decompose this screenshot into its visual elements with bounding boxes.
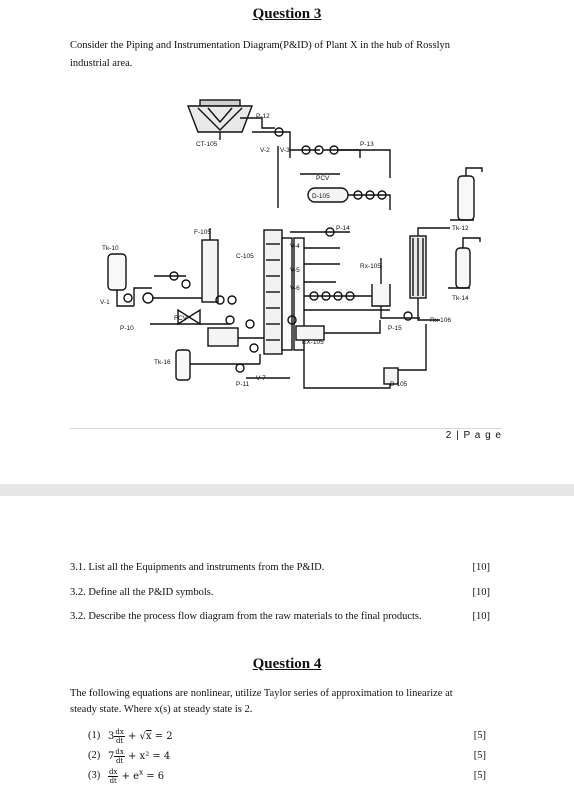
label-v6: V-6 (290, 285, 300, 292)
question-text: 3.1. List all the Equipments and instrum… (70, 562, 325, 573)
question-4-title: Question 4 (252, 656, 322, 672)
label-v1: V-1 (100, 299, 110, 306)
label-pcv: PCV (316, 175, 330, 182)
label-ct105: CT-105 (196, 141, 218, 148)
question-text: 3.2. Describe the process flow diagram f… (70, 611, 422, 622)
page-gap (0, 484, 574, 496)
label-v5: V-5 (290, 267, 300, 274)
label-rx105: Rx-105 (360, 263, 381, 270)
question-4-line-2: steady state. Where x(s) at steady state… (70, 704, 253, 715)
label-f105: F-105 (194, 229, 211, 236)
page-two: 3.1. List all the Equipments and instrum… (0, 496, 574, 802)
equation-marks: [5] (473, 770, 486, 781)
label-tk14: Tk-14 (452, 295, 469, 302)
label-p11: P-11 (236, 381, 250, 388)
label-d105: D-105 (312, 193, 330, 200)
label-tk10: Tk-10 (102, 245, 119, 252)
label-fcv: FCV (174, 315, 188, 322)
label-v3: V-3 (280, 147, 290, 154)
label-p14: P-14 (336, 225, 350, 232)
page-number: 2 | P a g e (445, 430, 502, 441)
label-v4: V-4 (290, 243, 300, 250)
label-p10: P-10 (120, 325, 134, 332)
label-c105: C-105 (236, 253, 254, 260)
question-marks: [10] (472, 611, 491, 622)
question-3-3: 3.2. Describe the process flow diagram f… (70, 611, 502, 627)
equation-marks: [5] (473, 750, 486, 761)
intro-line-1: Consider the Piping and Instrumentation … (70, 40, 450, 51)
equation-number: (3) (88, 770, 101, 781)
label-p12: P-12 (256, 113, 270, 120)
label-b105: B-105 (390, 381, 408, 388)
question-text: 3.2. Define all the P&ID symbols. (70, 587, 214, 598)
page-number-rule (70, 428, 502, 429)
question-4-line-1: The following equations are nonlinear, u… (70, 688, 453, 699)
pid-diagram: CT-105 P-12 V-2 V-3 P-13 PCV D-105 Tk-12… (100, 99, 483, 389)
equation-number: (1) (88, 730, 101, 741)
label-v7: V-7 (256, 375, 266, 382)
label-tk12: Tk-12 (452, 225, 469, 232)
label-rx106: Rx-106 (430, 317, 451, 324)
label-ex105: EX-105 (302, 339, 324, 346)
question-3-2: 3.2. Define all the P&ID symbols. [10] (70, 587, 502, 603)
intro-line-2: industrial area. (70, 58, 133, 69)
question-3-1: 3.1. List all the Equipments and instrum… (70, 562, 502, 578)
equation-number: (2) (88, 750, 101, 761)
label-p15: P-15 (388, 325, 402, 332)
question-marks: [10] (472, 562, 491, 573)
page-one: Question 3 Consider the Piping and Instr… (0, 0, 574, 484)
label-p13: P-13 (360, 141, 374, 148)
question-3-title: Question 3 (252, 6, 322, 22)
label-v2: V-2 (260, 147, 270, 154)
label-tk16: Tk-16 (154, 359, 171, 366)
question-marks: [10] (472, 587, 491, 598)
equation-marks: [5] (473, 730, 486, 741)
